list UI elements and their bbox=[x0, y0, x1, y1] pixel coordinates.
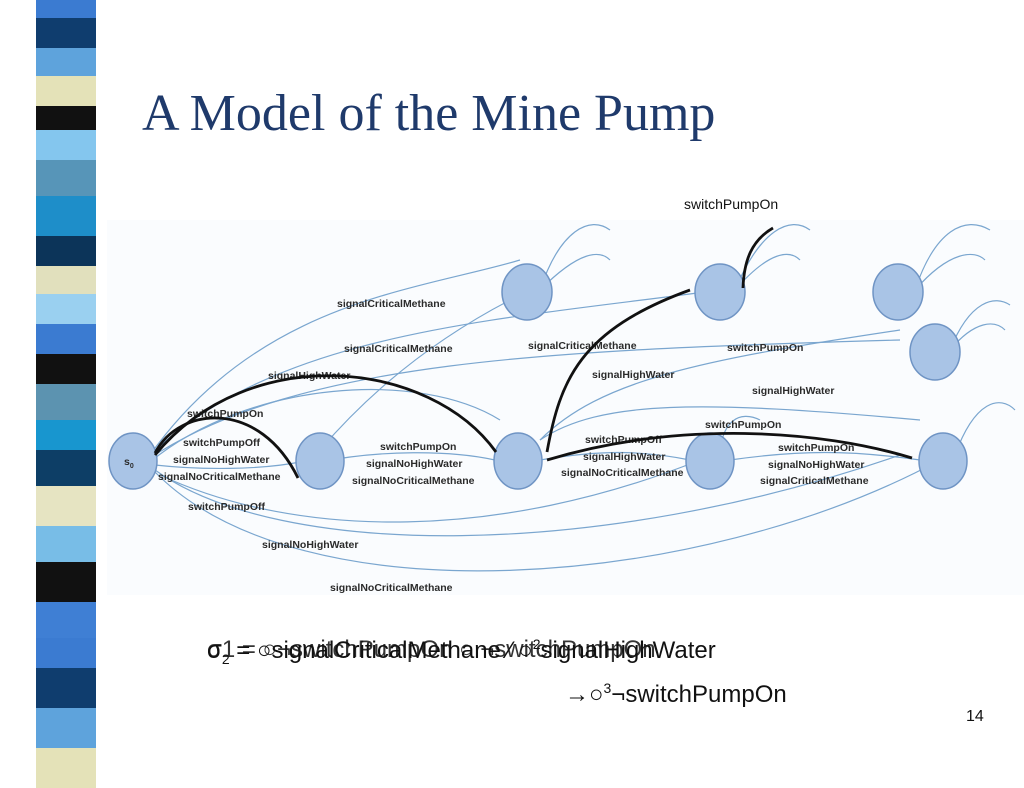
sidebar-stripe bbox=[36, 638, 96, 668]
sidebar-stripe bbox=[36, 196, 96, 236]
state-node bbox=[685, 432, 735, 490]
sidebar-stripe bbox=[36, 130, 96, 160]
sidebar-stripe bbox=[36, 450, 96, 486]
edge-label: signalNoHighWater bbox=[768, 459, 864, 471]
state-node bbox=[493, 432, 543, 490]
sidebar-stripe bbox=[36, 486, 96, 526]
edge-label: signalCriticalMethane bbox=[528, 340, 637, 352]
formula-sigma-1-overlap: σ1 = ○¬switchPumpOn ○ ¬switchPumpOn bbox=[207, 636, 656, 663]
highlighted-path bbox=[153, 226, 913, 479]
edge-label: signalHighWater bbox=[583, 451, 665, 463]
sidebar-stripe bbox=[36, 324, 96, 354]
sidebar-stripe bbox=[36, 48, 96, 76]
state-node bbox=[295, 432, 345, 490]
sidebar-stripe bbox=[36, 354, 96, 384]
edge-label: switchPumpOn bbox=[727, 342, 803, 354]
edge-label: switchPumpOff bbox=[183, 437, 261, 449]
edge-label: signalNoHighWater bbox=[173, 454, 269, 466]
sidebar-stripe bbox=[36, 562, 96, 602]
sidebar-stripe bbox=[36, 76, 96, 106]
sidebar-stripe bbox=[36, 160, 96, 196]
sidebar-stripe bbox=[36, 708, 96, 748]
edge-label: signalHighWater bbox=[752, 385, 834, 397]
edge-labels: signalCriticalMethane signalCriticalMeth… bbox=[158, 298, 869, 594]
state-node bbox=[909, 323, 961, 381]
diagram-background bbox=[107, 220, 1024, 595]
edge-label: signalNoHighWater bbox=[366, 458, 462, 470]
formula-line-2: →○3¬switchPumpOn bbox=[565, 680, 787, 708]
start-node-label: s0 bbox=[124, 456, 134, 470]
sidebar-stripe bbox=[36, 106, 96, 130]
edge-label: signalNoCriticalMethane bbox=[330, 582, 453, 594]
edge-label: signalCriticalMethane bbox=[344, 343, 453, 355]
edge-label: signalCriticalMethane bbox=[760, 475, 869, 487]
page-number: 14 bbox=[966, 708, 984, 725]
sidebar-stripe bbox=[36, 384, 96, 420]
state-node-s0 bbox=[108, 432, 158, 490]
sidebar-stripe bbox=[36, 602, 96, 638]
sidebar-stripe bbox=[36, 526, 96, 562]
sidebar-stripe bbox=[36, 668, 96, 708]
edge-label: switchPumpOn bbox=[705, 419, 781, 431]
sidebar-stripe bbox=[36, 420, 96, 450]
edge-label: switchPumpOn bbox=[380, 441, 456, 453]
state-machine-diagram: s0 signalCriticalMethane signalCriticalM… bbox=[108, 224, 1016, 594]
decorative-sidebar bbox=[36, 0, 96, 788]
edge-label: switchPumpOff bbox=[188, 501, 266, 513]
state-nodes: s0 bbox=[108, 263, 968, 490]
sidebar-stripe bbox=[36, 294, 96, 324]
state-node bbox=[872, 263, 924, 321]
sidebar-stripe bbox=[36, 236, 96, 266]
slide-title: A Model of the Mine Pump bbox=[142, 85, 716, 142]
sidebar-stripe bbox=[36, 266, 96, 294]
edge-label: switchPumpOn bbox=[778, 442, 854, 454]
callout-label: switchPumpOn bbox=[684, 196, 779, 212]
state-node bbox=[501, 263, 553, 321]
formula-sigma-2: σ2 = ○signalCriticalMethane ⁄ ○2signalHi… bbox=[207, 636, 716, 667]
edge-label: signalHighWater bbox=[592, 369, 674, 381]
sidebar-stripe bbox=[36, 0, 96, 18]
state-node bbox=[694, 263, 746, 321]
edge-label: signalNoHighWater bbox=[262, 539, 358, 551]
sidebar-stripe bbox=[36, 18, 96, 48]
edge-label: signalNoCriticalMethane bbox=[158, 471, 281, 483]
edge-label: signalNoCriticalMethane bbox=[352, 475, 475, 487]
edge-label: switchPumpOff bbox=[585, 434, 663, 446]
edge-label: signalNoCriticalMethane bbox=[561, 467, 684, 479]
edge-label: signalCriticalMethane bbox=[337, 298, 446, 310]
state-node bbox=[918, 432, 968, 490]
